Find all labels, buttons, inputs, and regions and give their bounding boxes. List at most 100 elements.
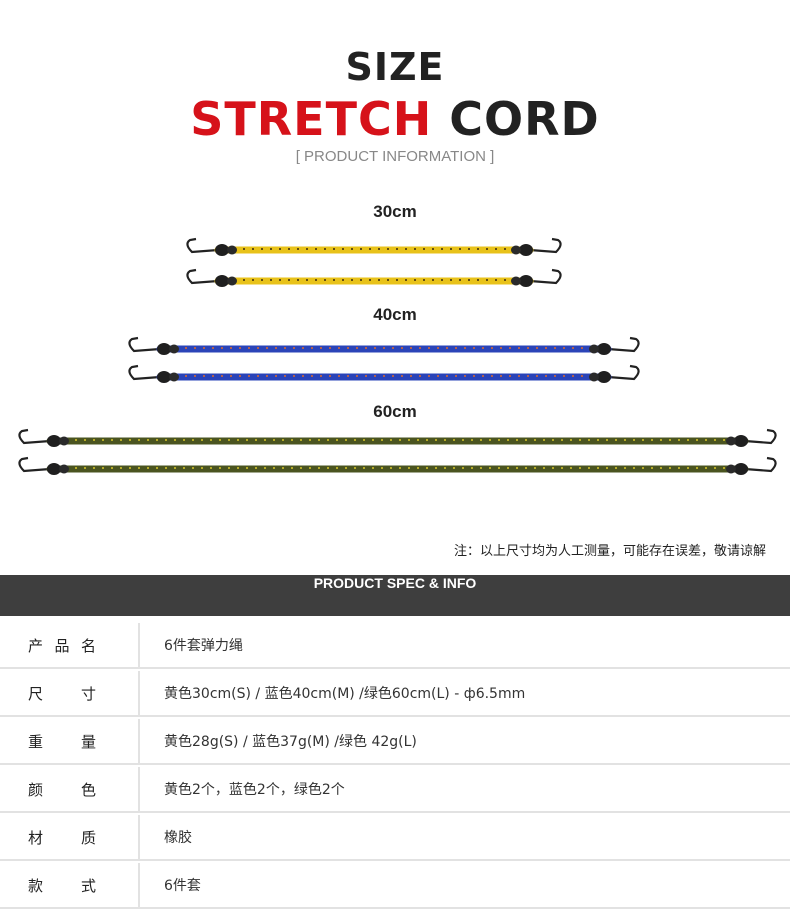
cord-dot: [396, 248, 398, 250]
cord-dot: [473, 347, 475, 349]
cord-dot: [333, 279, 335, 281]
cord-dot: [230, 347, 232, 349]
cord-dot: [318, 467, 320, 469]
cord-dot: [545, 375, 547, 377]
cord-dot: [345, 439, 347, 441]
cord-dot: [387, 248, 389, 250]
cord-dot: [270, 279, 272, 281]
cord-dot: [237, 439, 239, 441]
cord-dot: [360, 248, 362, 250]
cord-dot: [302, 375, 304, 377]
cord-dot: [387, 279, 389, 281]
cord-dot: [633, 467, 635, 469]
cord-dot: [581, 347, 583, 349]
cord-dot: [120, 439, 122, 441]
cord-dot: [444, 439, 446, 441]
cord-dot: [243, 248, 245, 250]
cord-dot: [687, 467, 689, 469]
cord-dot: [351, 279, 353, 281]
spec-key-char: 色: [80, 780, 96, 799]
spec-key: 产品名: [0, 623, 140, 667]
spec-value: 黄色2个，蓝色2个，绿色2个: [164, 782, 345, 798]
cord-dot: [354, 467, 356, 469]
cord-dot: [261, 279, 263, 281]
cord-40cm-1: [128, 336, 640, 355]
cord-dot: [450, 248, 452, 250]
cord-dot: [561, 467, 563, 469]
cord-dot: [311, 347, 313, 349]
spec-key-char: 颜: [28, 780, 44, 799]
spec-value: 黄色28g(S) / 蓝色37g(M) /绿色 42g(L): [164, 734, 417, 750]
clamp-icon: [59, 464, 69, 474]
spec-key-char: 款: [28, 876, 44, 895]
clamp-icon: [734, 435, 748, 447]
cord-dot: [239, 347, 241, 349]
cord-dot: [212, 347, 214, 349]
cord-dot: [300, 439, 302, 441]
cord-dot: [129, 467, 131, 469]
cord-dot: [459, 279, 461, 281]
cord-60cm-1: [18, 428, 777, 447]
spec-key: 重量: [0, 719, 140, 763]
cord-dot: [297, 248, 299, 250]
cord-dot: [320, 347, 322, 349]
spec-key-char: 质: [80, 828, 96, 847]
cord-dot: [572, 375, 574, 377]
cord-dot: [275, 375, 277, 377]
cord-dot: [147, 467, 149, 469]
clamp-icon: [726, 464, 736, 474]
cord-dot: [633, 439, 635, 441]
cord-dot: [315, 279, 317, 281]
cord-dot: [477, 279, 479, 281]
cord-dot: [363, 439, 365, 441]
cord-dot: [417, 439, 419, 441]
cord-dot: [579, 467, 581, 469]
cord-dot: [347, 347, 349, 349]
size-label-60cm: 60cm: [373, 402, 417, 421]
cord-dot: [453, 439, 455, 441]
cord-dot: [318, 439, 320, 441]
size-label-30cm: 30cm: [373, 202, 417, 221]
cord-dot: [248, 347, 250, 349]
cord-dot: [356, 375, 358, 377]
cord-dot: [705, 467, 707, 469]
cord-dot: [165, 467, 167, 469]
cord-dot: [291, 467, 293, 469]
cord-dot: [374, 375, 376, 377]
cord-dot: [435, 439, 437, 441]
cord-dot: [669, 439, 671, 441]
cord-dot: [284, 347, 286, 349]
cord-dot: [183, 467, 185, 469]
cord-dot: [252, 248, 254, 250]
clamp-icon: [169, 344, 179, 354]
cord-dot: [255, 439, 257, 441]
cord-dot: [300, 467, 302, 469]
cord-dot: [545, 347, 547, 349]
hook-icon: [128, 364, 161, 381]
cord-dot: [491, 347, 493, 349]
cord-dot: [480, 439, 482, 441]
cord-dot: [563, 347, 565, 349]
cord-dot: [414, 248, 416, 250]
hook-icon: [128, 336, 161, 353]
cord-dot: [714, 439, 716, 441]
cord-dot: [221, 347, 223, 349]
cord-dot: [351, 248, 353, 250]
cord-dot: [518, 347, 520, 349]
cord-dot: [311, 375, 313, 377]
size-label-40cm: 40cm: [373, 305, 417, 324]
spec-key-char: 产: [28, 636, 44, 655]
cord-dot: [408, 467, 410, 469]
cord-dot: [527, 375, 529, 377]
cord-dot: [381, 439, 383, 441]
spec-row-gap: [0, 669, 790, 671]
spec-row: 颜 色 黄色2个，蓝色2个，绿色2个: [0, 767, 790, 813]
cord-dot: [669, 467, 671, 469]
cord-dot: [210, 467, 212, 469]
cord-dot: [552, 467, 554, 469]
clamp-icon: [169, 372, 179, 382]
cord-dot: [500, 347, 502, 349]
cord-dot: [509, 347, 511, 349]
cord-dot: [435, 467, 437, 469]
cord-dot: [383, 347, 385, 349]
